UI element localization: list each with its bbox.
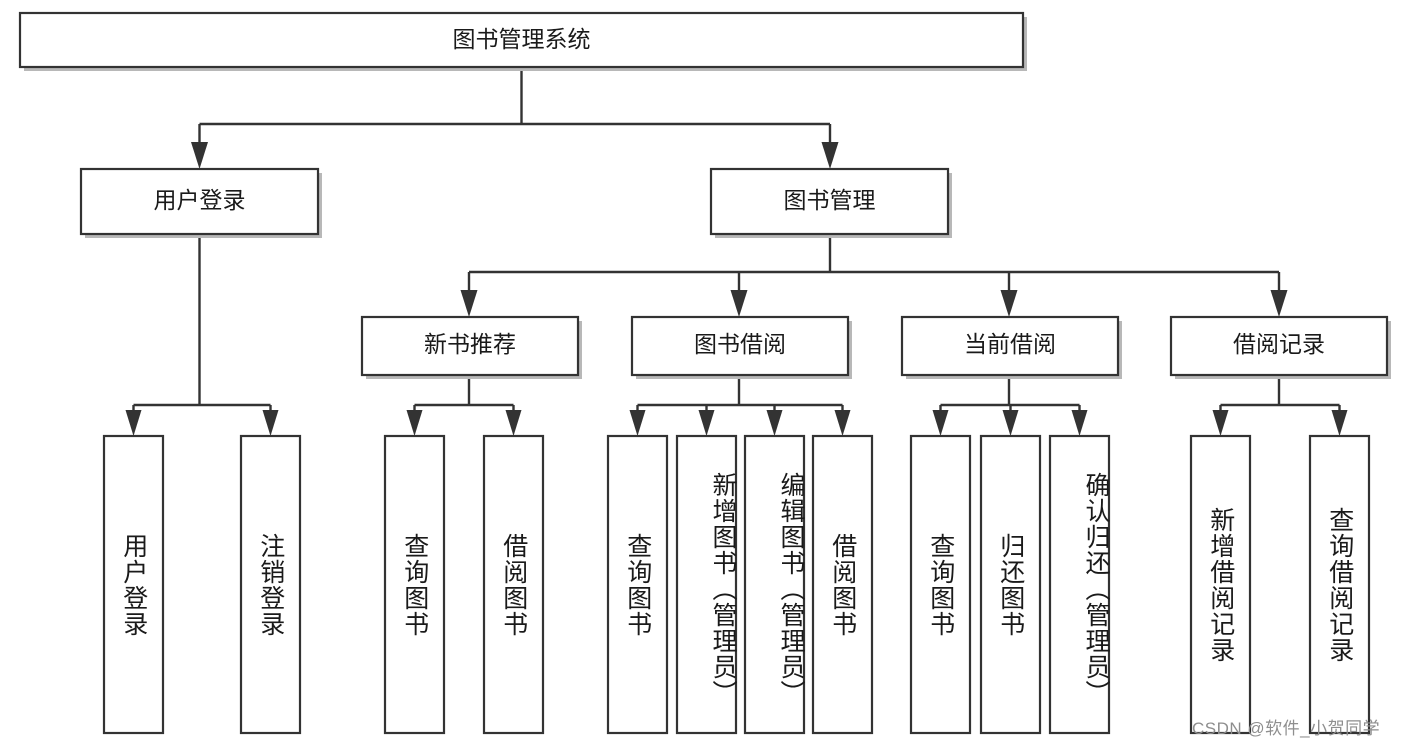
leaf-box-query-book-1[interactable] — [383, 434, 446, 735]
node-borrow-record[interactable]: 借阅记录 — [1169, 315, 1391, 379]
leaf-label-query-record: 查询借阅记录 — [1325, 506, 1354, 663]
connector-group-borrow-record — [1212, 375, 1348, 436]
arrow-head-leaf-query-record — [1331, 410, 1348, 436]
leaf-box-edit-book[interactable] — [743, 434, 806, 735]
node-book-borrow[interactable]: 图书借阅 — [630, 315, 852, 379]
leaf-box-query-book-3[interactable] — [909, 434, 972, 735]
leaf-box-user-login[interactable] — [102, 434, 165, 735]
node-current-borrow-box[interactable] — [900, 315, 1120, 377]
node-current-borrow-label: 当前借阅 — [964, 331, 1056, 357]
leaf-label-borrow-book-2: 借阅图书 — [828, 532, 857, 637]
leaf-label-edit-book: 编辑图书（管理员） — [777, 471, 805, 706]
connector-group-book-borrow — [629, 375, 851, 436]
connector-group-new-book-rec — [406, 375, 522, 436]
arrow-head-book-borrow — [730, 290, 748, 317]
node-book-borrow-box[interactable] — [630, 315, 850, 377]
node-borrow-record-label: 借阅记录 — [1233, 331, 1325, 357]
node-new-book-recommend-label: 新书推荐 — [424, 331, 516, 357]
leaf-label-add-record: 新增借阅记录 — [1206, 506, 1235, 663]
leaf-boxes-group — [102, 434, 1371, 735]
leaf-label-query-book-3: 查询图书 — [926, 532, 955, 637]
node-title-label: 图书管理系统 — [453, 26, 591, 52]
leaf-box-query-record[interactable] — [1308, 434, 1371, 735]
arrow-head-leaf-add-book — [698, 410, 715, 436]
node-book-management-label: 图书管理 — [784, 187, 876, 213]
node-user-login-box[interactable] — [79, 167, 320, 236]
arrow-head-leaf-add-record — [1212, 410, 1229, 436]
connector-group-user-login — [125, 234, 279, 436]
watermark-text: CSDN @软件_小贺同学 — [1192, 719, 1381, 738]
node-new-book-recommend-box[interactable] — [360, 315, 580, 377]
arrow-head-user-login — [191, 142, 208, 169]
node-new-book-recommend[interactable]: 新书推荐 — [360, 315, 582, 379]
leaf-box-borrow-book-2[interactable] — [811, 434, 874, 735]
connector-group-book-mgmt — [460, 234, 1288, 317]
arrow-head-new-book-rec — [460, 290, 478, 317]
node-title[interactable]: 图书管理系统 — [18, 11, 1027, 71]
node-user-login[interactable]: 用户登录 — [79, 167, 322, 238]
leaf-box-confirm-return[interactable] — [1048, 434, 1111, 735]
arrow-head-leaf-query-book-2 — [629, 410, 646, 436]
arrow-head-leaf-borrow-book-2 — [834, 410, 851, 436]
leaf-label-query-book-1: 查询图书 — [400, 532, 429, 637]
leaf-label-add-book: 新增图书（管理员） — [709, 471, 737, 706]
leaf-box-return-book[interactable] — [979, 434, 1042, 735]
node-current-borrow[interactable]: 当前借阅 — [900, 315, 1122, 379]
arrow-head-leaf-confirm-return — [1071, 410, 1088, 436]
leaf-box-add-book[interactable] — [675, 434, 738, 735]
arrow-head-leaf-query-book-1 — [406, 410, 423, 436]
arrow-head-leaf-edit-book — [766, 410, 783, 436]
leaf-box-query-book-2[interactable] — [606, 434, 669, 735]
leaf-label-borrow-book-1: 借阅图书 — [499, 532, 528, 637]
leaf-box-logout[interactable] — [239, 434, 302, 735]
arrow-head-leaf-query-book-3 — [932, 410, 949, 436]
arrow-head-borrow-record — [1270, 290, 1288, 317]
arrow-head-leaf-return-book — [1002, 410, 1019, 436]
connector-group-current-borrow — [932, 375, 1088, 436]
leaf-label-logout: 注销登录 — [256, 532, 285, 637]
node-book-management[interactable]: 图书管理 — [709, 167, 952, 238]
arrow-head-leaf-user-login — [125, 410, 142, 436]
arrow-head-leaf-borrow-book-1 — [505, 410, 522, 436]
arrow-head-book-mgmt — [821, 142, 839, 169]
node-user-login-label: 用户登录 — [154, 187, 246, 213]
connector-group-root — [191, 67, 839, 169]
node-borrow-record-box[interactable] — [1169, 315, 1389, 377]
node-book-borrow-label: 图书借阅 — [694, 331, 786, 357]
leaf-label-user-login: 用户登录 — [119, 532, 148, 637]
leaf-label-return-book: 归还图书 — [996, 532, 1025, 637]
node-book-management-box[interactable] — [709, 167, 950, 236]
arrow-head-leaf-logout — [262, 410, 279, 436]
leaf-label-query-book-2: 查询图书 — [623, 532, 652, 637]
leaf-box-borrow-book-1[interactable] — [482, 434, 545, 735]
leaf-label-confirm-return: 确认归还（管理员） — [1082, 471, 1110, 706]
leaf-box-add-record[interactable] — [1189, 434, 1252, 735]
arrow-head-current-borrow — [1000, 290, 1018, 317]
node-title-box[interactable] — [18, 11, 1025, 69]
